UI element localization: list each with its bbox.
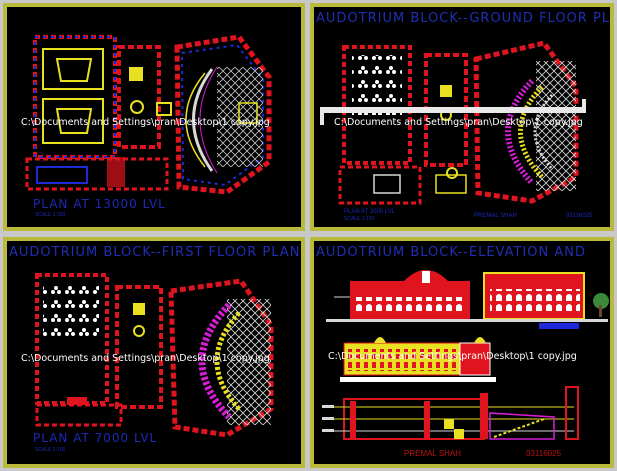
floor-plan-13000-drawing <box>25 34 272 195</box>
image-path-caption: C:\Documents and Settings\pran\Desktop\1… <box>21 353 270 364</box>
panel-title: AUDOTRIUM BLOCK--FIRST FLOOR PLAN <box>9 245 301 260</box>
image-path-caption: C:\Documents and Settings\pran\Desktop\1… <box>328 351 577 362</box>
panel-title: AUDOTRIUM BLOCK--ELEVATION AND <box>316 245 586 260</box>
image-path-caption: C:\Documents and Settings\pran\Desktop\1… <box>334 117 583 128</box>
sheet-author-label: PREMAL SHAH <box>474 213 517 219</box>
drawing-panel-plan-13000: C:\Documents and Settings\pran\Desktop\1… <box>3 3 305 231</box>
sheet-number-label: 03116025 <box>526 449 561 458</box>
sheet-author-label: PREMAL SHAH <box>404 449 462 458</box>
scale-label: SCALE 1:100 <box>35 212 66 218</box>
drawing-panel-first-floor: AUDOTRIUM BLOCK--FIRST FLOOR PLAN C:\Doc… <box>3 237 305 468</box>
image-path-caption: C:\Documents and Settings\pran\Desktop\1… <box>21 117 270 128</box>
drawing-panel-ground-floor: AUDOTRIUM BLOCK--GROUND FLOOR PL <box>310 3 614 231</box>
sheet-number-label: 03116025 <box>566 213 593 219</box>
panel-title: AUDOTRIUM BLOCK--GROUND FLOOR PL <box>316 11 611 26</box>
plan-level-label: PLAN AT 7000 LVL <box>33 431 158 445</box>
scale-label: SCALE 1:100 <box>344 216 375 222</box>
scale-label: SCALE 1:100 <box>35 447 66 453</box>
ground-floor-plan-drawing <box>320 40 586 205</box>
drawing-panel-elevation: AUDOTRIUM BLOCK--ELEVATION AND <box>310 237 614 468</box>
plan-level-label: PLAN AT 13000 LVL <box>33 197 166 211</box>
first-floor-plan-drawing <box>35 273 274 438</box>
elevation-section-drawing <box>322 270 609 440</box>
plan-level-label: PLAN AT 3000 LVL <box>344 209 396 215</box>
